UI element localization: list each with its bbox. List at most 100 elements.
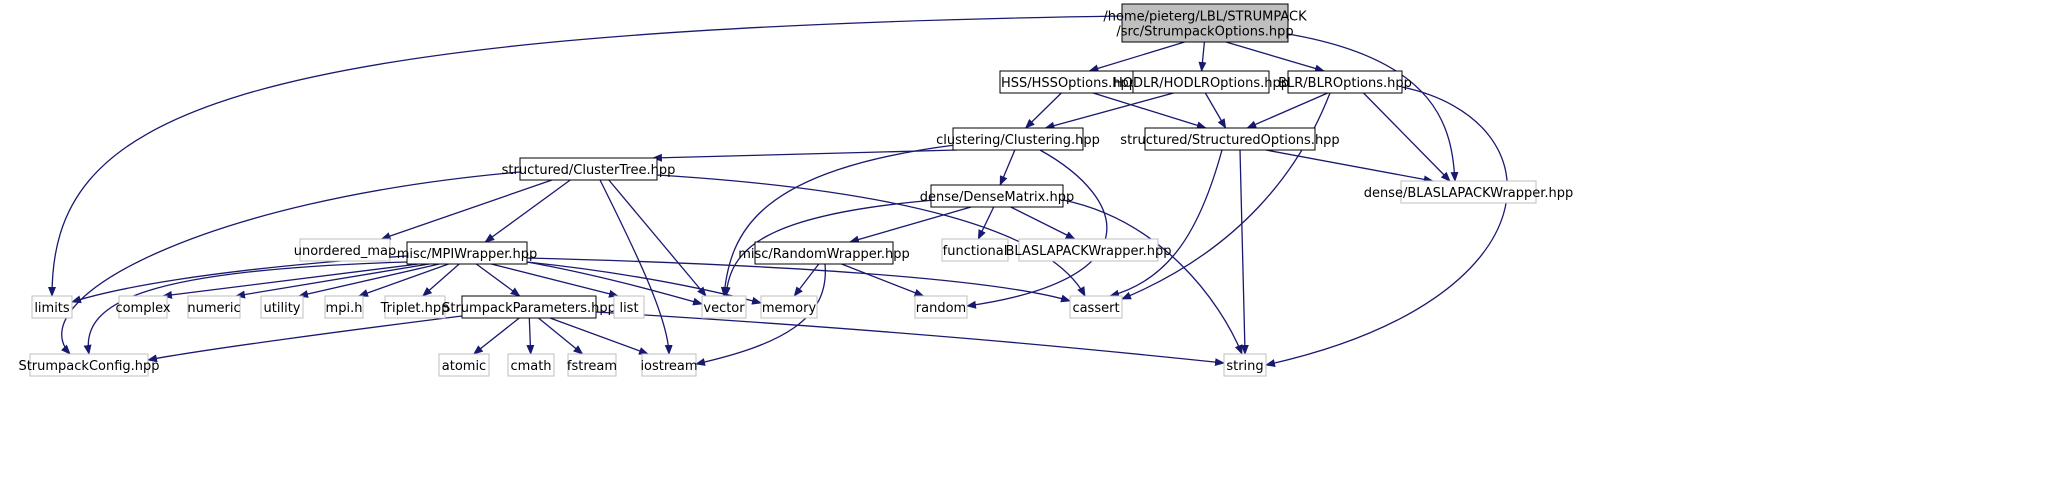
edge-root-to-limits (48, 15, 1123, 297)
node-label: iostream (640, 359, 697, 374)
node-label: StrumpackParameters.hpp (442, 301, 616, 316)
node-label: structured/StructuredOptions.hpp (1120, 133, 1339, 148)
node-strumpackparams[interactable]: StrumpackParameters.hpp (442, 295, 616, 319)
edge-strumpackparams-to-fstream (538, 317, 584, 355)
node-utility: utility (260, 295, 304, 319)
node-box (701, 295, 747, 319)
edge-root-to-hss (1088, 41, 1185, 73)
node-label: misc/MPIWrapper.hpp (397, 247, 538, 262)
node-hss[interactable]: HSS/HSSOptions.hpp (999, 70, 1139, 94)
node-label: list (619, 301, 638, 316)
node-blr[interactable]: BLR/BLROptions.hpp (1278, 70, 1412, 94)
node-box (1018, 238, 1159, 262)
node-label: StrumpackConfig.hpp (18, 359, 159, 374)
edge-structured-to-blaslapack_dense (1265, 149, 1434, 184)
edge-clustering-to-random (966, 149, 1108, 309)
node-box (384, 295, 446, 319)
node-atomic: atomic (438, 353, 490, 377)
edges-layer (48, 15, 1509, 367)
edge-root-to-blr (1225, 41, 1325, 73)
edge-blr-to-blaslapack_dense (1363, 92, 1451, 182)
edge-strumpackparams-to-string (595, 311, 1225, 367)
node-cmath: cmath (507, 353, 555, 377)
node-box (1287, 70, 1403, 94)
edge-mpiwrapper-to-strumpackparams (475, 263, 521, 297)
edge-clustertree-to-vector (608, 179, 707, 297)
node-blaslapack: BLASLAPACKWrapper.hpp (1006, 238, 1171, 262)
node-box (187, 295, 241, 319)
node-label: cassert (1072, 301, 1119, 316)
node-label: /home/pieterg/LBL/STRUMPACK (1103, 10, 1307, 25)
node-unordered_map: unordered_map (294, 238, 396, 262)
node-label: HODLR/HODLROptions.hpp (1113, 76, 1289, 91)
edge-hodlr-to-structured (1204, 92, 1227, 129)
node-clustering[interactable]: clustering/Clustering.hpp (936, 127, 1100, 151)
edge-mpiwrapper-to-cassert (526, 257, 1071, 303)
node-label: numeric (187, 301, 240, 316)
edge-clustertree-to-iostream (599, 179, 673, 355)
node-label: complex (115, 301, 170, 316)
node-label: HSS/HSSOptions.hpp (1001, 76, 1137, 91)
node-blaslapack_dense: dense/BLASLAPACKWrapper.hpp (1364, 180, 1574, 204)
node-label: fstream (567, 359, 617, 374)
node-random: random (914, 295, 968, 319)
node-label: clustering/Clustering.hpp (936, 133, 1100, 148)
edge-densematrix-to-blaslapack (1010, 206, 1076, 240)
node-label: Triplet.hpp (380, 301, 450, 316)
node-label: BLR/BLROptions.hpp (1278, 76, 1412, 91)
node-box (31, 295, 73, 319)
node-box (260, 295, 304, 319)
node-randomwrapper[interactable]: misc/RandomWrapper.hpp (738, 241, 910, 265)
node-densematrix[interactable]: dense/DenseMatrix.hpp (920, 184, 1074, 208)
edge-mpiwrapper-to-strumpackconfig (83, 261, 408, 355)
edge-structured-to-string (1239, 149, 1249, 355)
node-box (461, 295, 597, 319)
node-box (324, 295, 364, 319)
node-list: list (613, 295, 645, 319)
node-box (760, 295, 818, 319)
node-root[interactable]: /home/pieterg/LBL/STRUMPACK/src/Strumpac… (1103, 3, 1307, 43)
edge-mpiwrapper-to-utility (298, 263, 440, 298)
node-label: memory (762, 301, 817, 316)
node-label: atomic (442, 359, 486, 374)
node-box (507, 353, 555, 377)
edge-mpiwrapper-to-limits (71, 255, 408, 304)
edge-densematrix-to-functional (977, 206, 995, 240)
node-label: random (916, 301, 966, 316)
edge-structured-to-cassert (1109, 149, 1223, 298)
edge-clustertree-to-cassert (656, 174, 1086, 297)
node-label: misc/RandomWrapper.hpp (738, 247, 910, 262)
node-box (941, 238, 1009, 262)
node-label: dense/BLASLAPACKWrapper.hpp (1364, 186, 1574, 201)
nodes-layer: /home/pieterg/LBL/STRUMPACK/src/Strumpac… (18, 3, 1574, 377)
edge-randomwrapper-to-random (841, 263, 925, 297)
node-box (613, 295, 645, 319)
node-mpiwrapper[interactable]: misc/MPIWrapper.hpp (397, 241, 538, 265)
node-box (1144, 127, 1316, 151)
edge-mpiwrapper-to-numeric (235, 263, 430, 299)
node-label: /src/StrumpackOptions.hpp (1116, 25, 1293, 40)
node-label: cmath (510, 359, 551, 374)
node-box (1223, 353, 1267, 377)
edge-mpiwrapper-to-triplet (422, 263, 460, 297)
node-box (519, 157, 658, 181)
edge-clustering-to-vector (720, 144, 956, 297)
node-string: string (1223, 353, 1267, 377)
edge-blr-to-structured (1246, 92, 1329, 129)
node-cassert: cassert (1069, 295, 1123, 319)
node-label: dense/DenseMatrix.hpp (920, 190, 1074, 205)
edge-strumpackparams-to-iostream (549, 317, 649, 355)
edge-mpiwrapper-to-vector (526, 261, 703, 306)
node-hodlr[interactable]: HODLR/HODLROptions.hpp (1113, 70, 1289, 94)
node-complex: complex (115, 295, 171, 319)
edge-root-to-blaslapack_dense (1287, 33, 1459, 182)
edge-clustering-to-densematrix (999, 149, 1016, 186)
node-box (118, 295, 168, 319)
node-structured[interactable]: structured/StructuredOptions.hpp (1120, 127, 1340, 151)
node-box (1069, 295, 1123, 319)
node-clustertree[interactable]: structured/ClusterTree.hpp (502, 157, 676, 181)
node-label: functional (943, 244, 1008, 259)
edge-clustertree-to-mpiwrapper (484, 179, 571, 243)
node-label: limits (34, 301, 70, 316)
